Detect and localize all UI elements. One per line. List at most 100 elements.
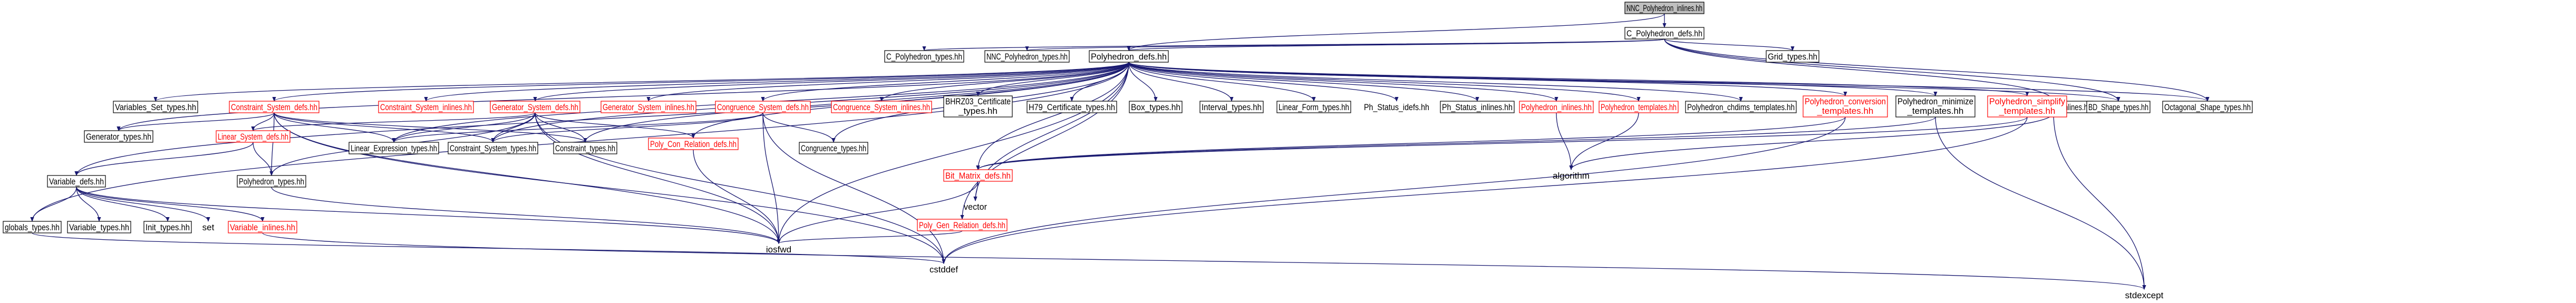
node-poly-con-relation-defs[interactable]: Poly_Con_Relation_defs.hh	[648, 138, 739, 150]
node-label: Init_types.hh	[146, 222, 190, 232]
node-generator-system-inlines[interactable]: Generator_System_inlines.hh	[601, 101, 696, 113]
node-poly-gen-relation-defs[interactable]: Poly_Gen_Relation_defs.hh	[917, 219, 1008, 231]
node-linear-expression-types[interactable]: Linear_Expression_types.hh	[348, 142, 439, 154]
node-poly-minimize[interactable]: Polyhedron_minimize_templates.hh	[1895, 95, 1975, 118]
node-constraint-system-defs[interactable]: Constraint_System_defs.hh	[229, 101, 319, 113]
node-poly-chdims[interactable]: Polyhedron_chdims_templates.hh	[1685, 101, 1797, 113]
edge-poly-defs-to-interval-types	[1128, 62, 1234, 102]
node-ph-status-idefs: Ph_Status_idefs.hh	[1364, 102, 1429, 112]
node-root[interactable]: NNC_Polyhedron_inlines.hh	[1624, 2, 1705, 14]
node-label: Polyhedron_chdims_templates.hh	[1687, 102, 1795, 112]
edge-poly-simplify-to-bit-matrix-defs	[976, 116, 2028, 170]
node-box-types[interactable]: Box_types.hh	[1129, 101, 1183, 113]
node-constraint-system-types[interactable]: Constraint_System_types.hh	[448, 142, 538, 154]
include-nodes: NNC_Polyhedron_inlines.hhC_Polyhedron_de…	[3, 2, 2253, 300]
node-label: Constraint_System_defs.hh	[231, 102, 317, 112]
node-congruence-system-inlines[interactable]: Congruence_System_inlines.hh	[831, 101, 932, 113]
node-octagonal-shape-types[interactable]: Octagonal_Shape_types.hh	[2162, 101, 2253, 113]
node-variable-inlines[interactable]: Variable_inlines.hh	[228, 221, 297, 233]
edge-variable-defs-to-globals-types	[30, 187, 77, 222]
node-box	[943, 169, 1013, 182]
node-box	[2086, 101, 2151, 113]
node-poly-conversion[interactable]: Polyhedron_conversion_templates.hh	[1803, 95, 1888, 118]
node-generator-types[interactable]: Generator_types.hh	[84, 130, 153, 143]
node-poly-defs[interactable]: Polyhedron_defs.hh	[1089, 50, 1169, 63]
node-box	[1440, 101, 1515, 113]
edge-poly-minimize-to-stdexcept	[1935, 116, 2146, 290]
node-variable-defs[interactable]: Variable_defs.hh	[47, 175, 106, 188]
node-algorithm: algorithm	[1553, 171, 1590, 181]
node-label: iosfwd	[766, 245, 791, 255]
node-label: Constraint_System_types.hh	[450, 143, 536, 153]
edge-c-poly-defs-to-bd-shape-types	[1664, 38, 2120, 102]
edge-constraint-system-defs-to-polyhedron-types	[269, 112, 275, 176]
node-poly-inlines[interactable]: Polyhedron_inlines.hh	[1519, 101, 1594, 113]
node-congruence-types[interactable]: Congruence_types.hh	[799, 142, 868, 154]
edge-poly-defs-to-generator-system-defs	[533, 62, 1129, 102]
edge-variable-defs-to-variable-types	[76, 187, 101, 222]
node-box	[229, 101, 319, 113]
edge-globals-types-to-cstddef	[32, 232, 946, 264]
node-ph-status-inlines[interactable]: Ph_Status_inlines.hh	[1440, 101, 1515, 113]
node-box	[1766, 50, 1819, 63]
node-variables-set-types[interactable]: Variables_Set_types.hh	[113, 101, 198, 113]
edge-constraint-system-defs-to-cstddef	[274, 112, 946, 264]
node-linear-form-types[interactable]: Linear_Form_types.hh	[1276, 101, 1351, 113]
node-generator-system-defs[interactable]: Generator_System_defs.hh	[490, 101, 580, 113]
node-box	[2162, 101, 2253, 113]
edge-variable-defs-to-iosfwd	[76, 187, 781, 244]
node-c-poly-types[interactable]: C_Polyhedron_types.hh	[884, 50, 964, 63]
node-box	[715, 101, 811, 113]
node-label: Ph_Status_inlines.hh	[1442, 102, 1513, 112]
node-label: Constraint_System_inlines.hh	[380, 102, 472, 112]
node-bd-shape-types[interactable]: BD_Shape_types.hh	[2086, 101, 2151, 113]
edge-variable-inlines-to-stdexcept	[262, 232, 2146, 290]
edge-poly-templates-to-algorithm	[1569, 112, 1639, 170]
node-box	[1199, 101, 1264, 113]
node-grid-types[interactable]: Grid_types.hh	[1766, 50, 1819, 63]
node-label: Polyhedron_conversion	[1805, 96, 1886, 106]
node-box	[143, 221, 192, 233]
node-linear-system-defs[interactable]: Linear_System_defs.hh	[216, 130, 290, 143]
node-h79-cert[interactable]: H79_Certificate_types.hh	[1026, 101, 1117, 113]
node-label: Generator_System_inlines.hh	[603, 102, 694, 112]
edge-constraint-system-defs-to-linear-expression-types	[274, 112, 396, 143]
edge-constraint-system-defs-to-iosfwd	[274, 112, 781, 244]
node-box	[1624, 27, 1705, 40]
node-c-poly-defs[interactable]: C_Polyhedron_defs.hh	[1624, 27, 1705, 40]
edge-poly-inlines-to-algorithm	[1556, 112, 1573, 170]
edge-poly-con-relation-defs-to-iosfwd	[693, 149, 781, 244]
node-init-types[interactable]: Init_types.hh	[143, 221, 192, 233]
node-box	[490, 101, 580, 113]
node-constraint-types[interactable]: Constraint_types.hh	[553, 142, 617, 154]
edge-c-poly-inlines-to-stdexcept	[2053, 112, 2146, 290]
node-nnc-poly-types[interactable]: NNC_Polyhedron_types.hh	[984, 50, 1070, 63]
edge-poly-defs-to-variables-set-types	[153, 62, 1129, 102]
node-globals-types[interactable]: globals_types.hh	[3, 221, 62, 233]
node-box	[553, 142, 617, 154]
node-box	[448, 142, 538, 154]
node-polyhedron-types[interactable]: Polyhedron_types.hh	[237, 175, 306, 188]
edge-congruence-system-defs-to-linear-expression-types	[392, 112, 763, 143]
node-box	[1987, 95, 2067, 118]
node-box	[47, 175, 106, 188]
node-label: Ph_Status_idefs.hh	[1364, 102, 1429, 112]
node-congruence-system-defs[interactable]: Congruence_System_defs.hh	[715, 101, 811, 113]
node-bhrz03-cert[interactable]: BHRZ03_Certificate_types.hh	[943, 95, 1013, 118]
node-label: Generator_System_defs.hh	[492, 102, 578, 112]
node-bit-matrix-defs[interactable]: Bit_Matrix_defs.hh	[943, 169, 1013, 182]
edge-c-poly-defs-to-c-poly-types	[923, 38, 1665, 51]
edge-generator-system-defs-to-constraint-types	[535, 112, 587, 143]
node-poly-templates[interactable]: Polyhedron_templates.hh	[1599, 101, 1679, 113]
edge-poly-defs-to-poly-inlines	[1128, 62, 1558, 102]
node-label: Poly_Con_Relation_defs.hh	[650, 139, 737, 149]
node-label: BD_Shape_types.hh	[2088, 102, 2148, 112]
node-label: Octagonal_Shape_types.hh	[2164, 102, 2251, 112]
node-box	[378, 101, 474, 113]
node-poly-simplify[interactable]: Polyhedron_simplify_templates.hh	[1987, 95, 2067, 118]
node-box	[348, 142, 439, 154]
node-interval-types[interactable]: Interval_types.hh	[1199, 101, 1264, 113]
node-box	[1895, 95, 1975, 118]
node-variable-types[interactable]: Variable_types.hh	[67, 221, 131, 233]
node-constraint-system-inlines[interactable]: Constraint_System_inlines.hh	[378, 101, 474, 113]
